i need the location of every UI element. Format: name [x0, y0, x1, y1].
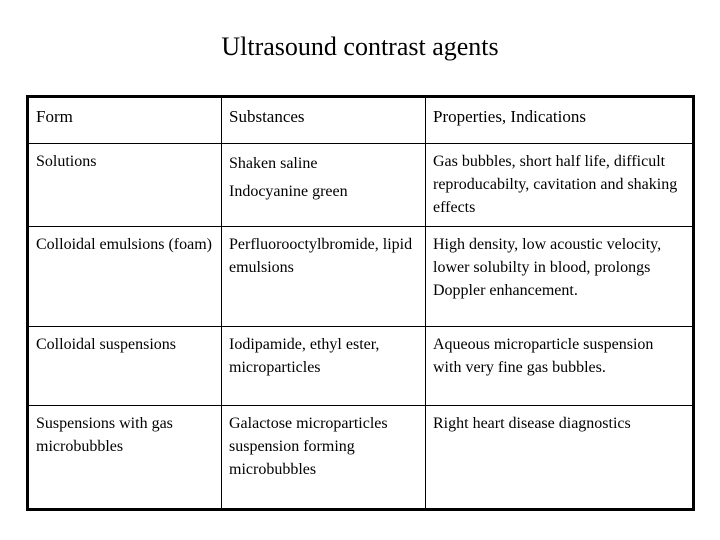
- cell-substances: Shaken saline Indocyanine green: [221, 143, 426, 227]
- cell-form: Colloidal suspensions: [27, 326, 222, 406]
- cell-substances: Iodipamide, ethyl ester, microparticles: [221, 326, 426, 406]
- contrast-agents-table-container: Form Substances Properties, Indications …: [26, 95, 695, 511]
- column-header-form: Form: [27, 96, 222, 144]
- cell-form: Colloidal emulsions (foam): [27, 226, 222, 327]
- cell-form: Suspensions with gas microbubbles: [27, 405, 222, 510]
- cell-properties: Right heart disease diagnostics: [425, 405, 694, 510]
- table-row: Solutions Shaken saline Indocyanine gree…: [27, 143, 694, 227]
- cell-properties: High density, low acoustic velocity, low…: [425, 226, 694, 327]
- table-body: Solutions Shaken saline Indocyanine gree…: [27, 143, 694, 510]
- cell-properties: Gas bubbles, short half life, difficult …: [425, 143, 694, 227]
- table-row: Suspensions with gas microbubbles Galact…: [27, 405, 694, 510]
- table-header-row: Form Substances Properties, Indications: [27, 96, 694, 144]
- cell-substances: Perfluorooctylbromide, lipid emulsions: [221, 226, 426, 327]
- contrast-agents-table: Form Substances Properties, Indications …: [26, 95, 695, 511]
- substance-line: Indocyanine green: [229, 183, 348, 200]
- page-title: Ultrasound contrast agents: [221, 32, 499, 62]
- table-row: Colloidal suspensions Iodipamide, ethyl …: [27, 326, 694, 406]
- column-header-properties: Properties, Indications: [425, 96, 694, 144]
- table-header: Form Substances Properties, Indications: [27, 96, 694, 144]
- cell-substances: Galactose microparticles suspension form…: [221, 405, 426, 510]
- column-header-substances: Substances: [221, 96, 426, 144]
- substance-line: Shaken saline: [229, 155, 318, 172]
- table-row: Colloidal emulsions (foam) Perfluoroocty…: [27, 226, 694, 327]
- cell-form: Solutions: [27, 143, 222, 227]
- cell-properties: Aqueous microparticle suspension with ve…: [425, 326, 694, 406]
